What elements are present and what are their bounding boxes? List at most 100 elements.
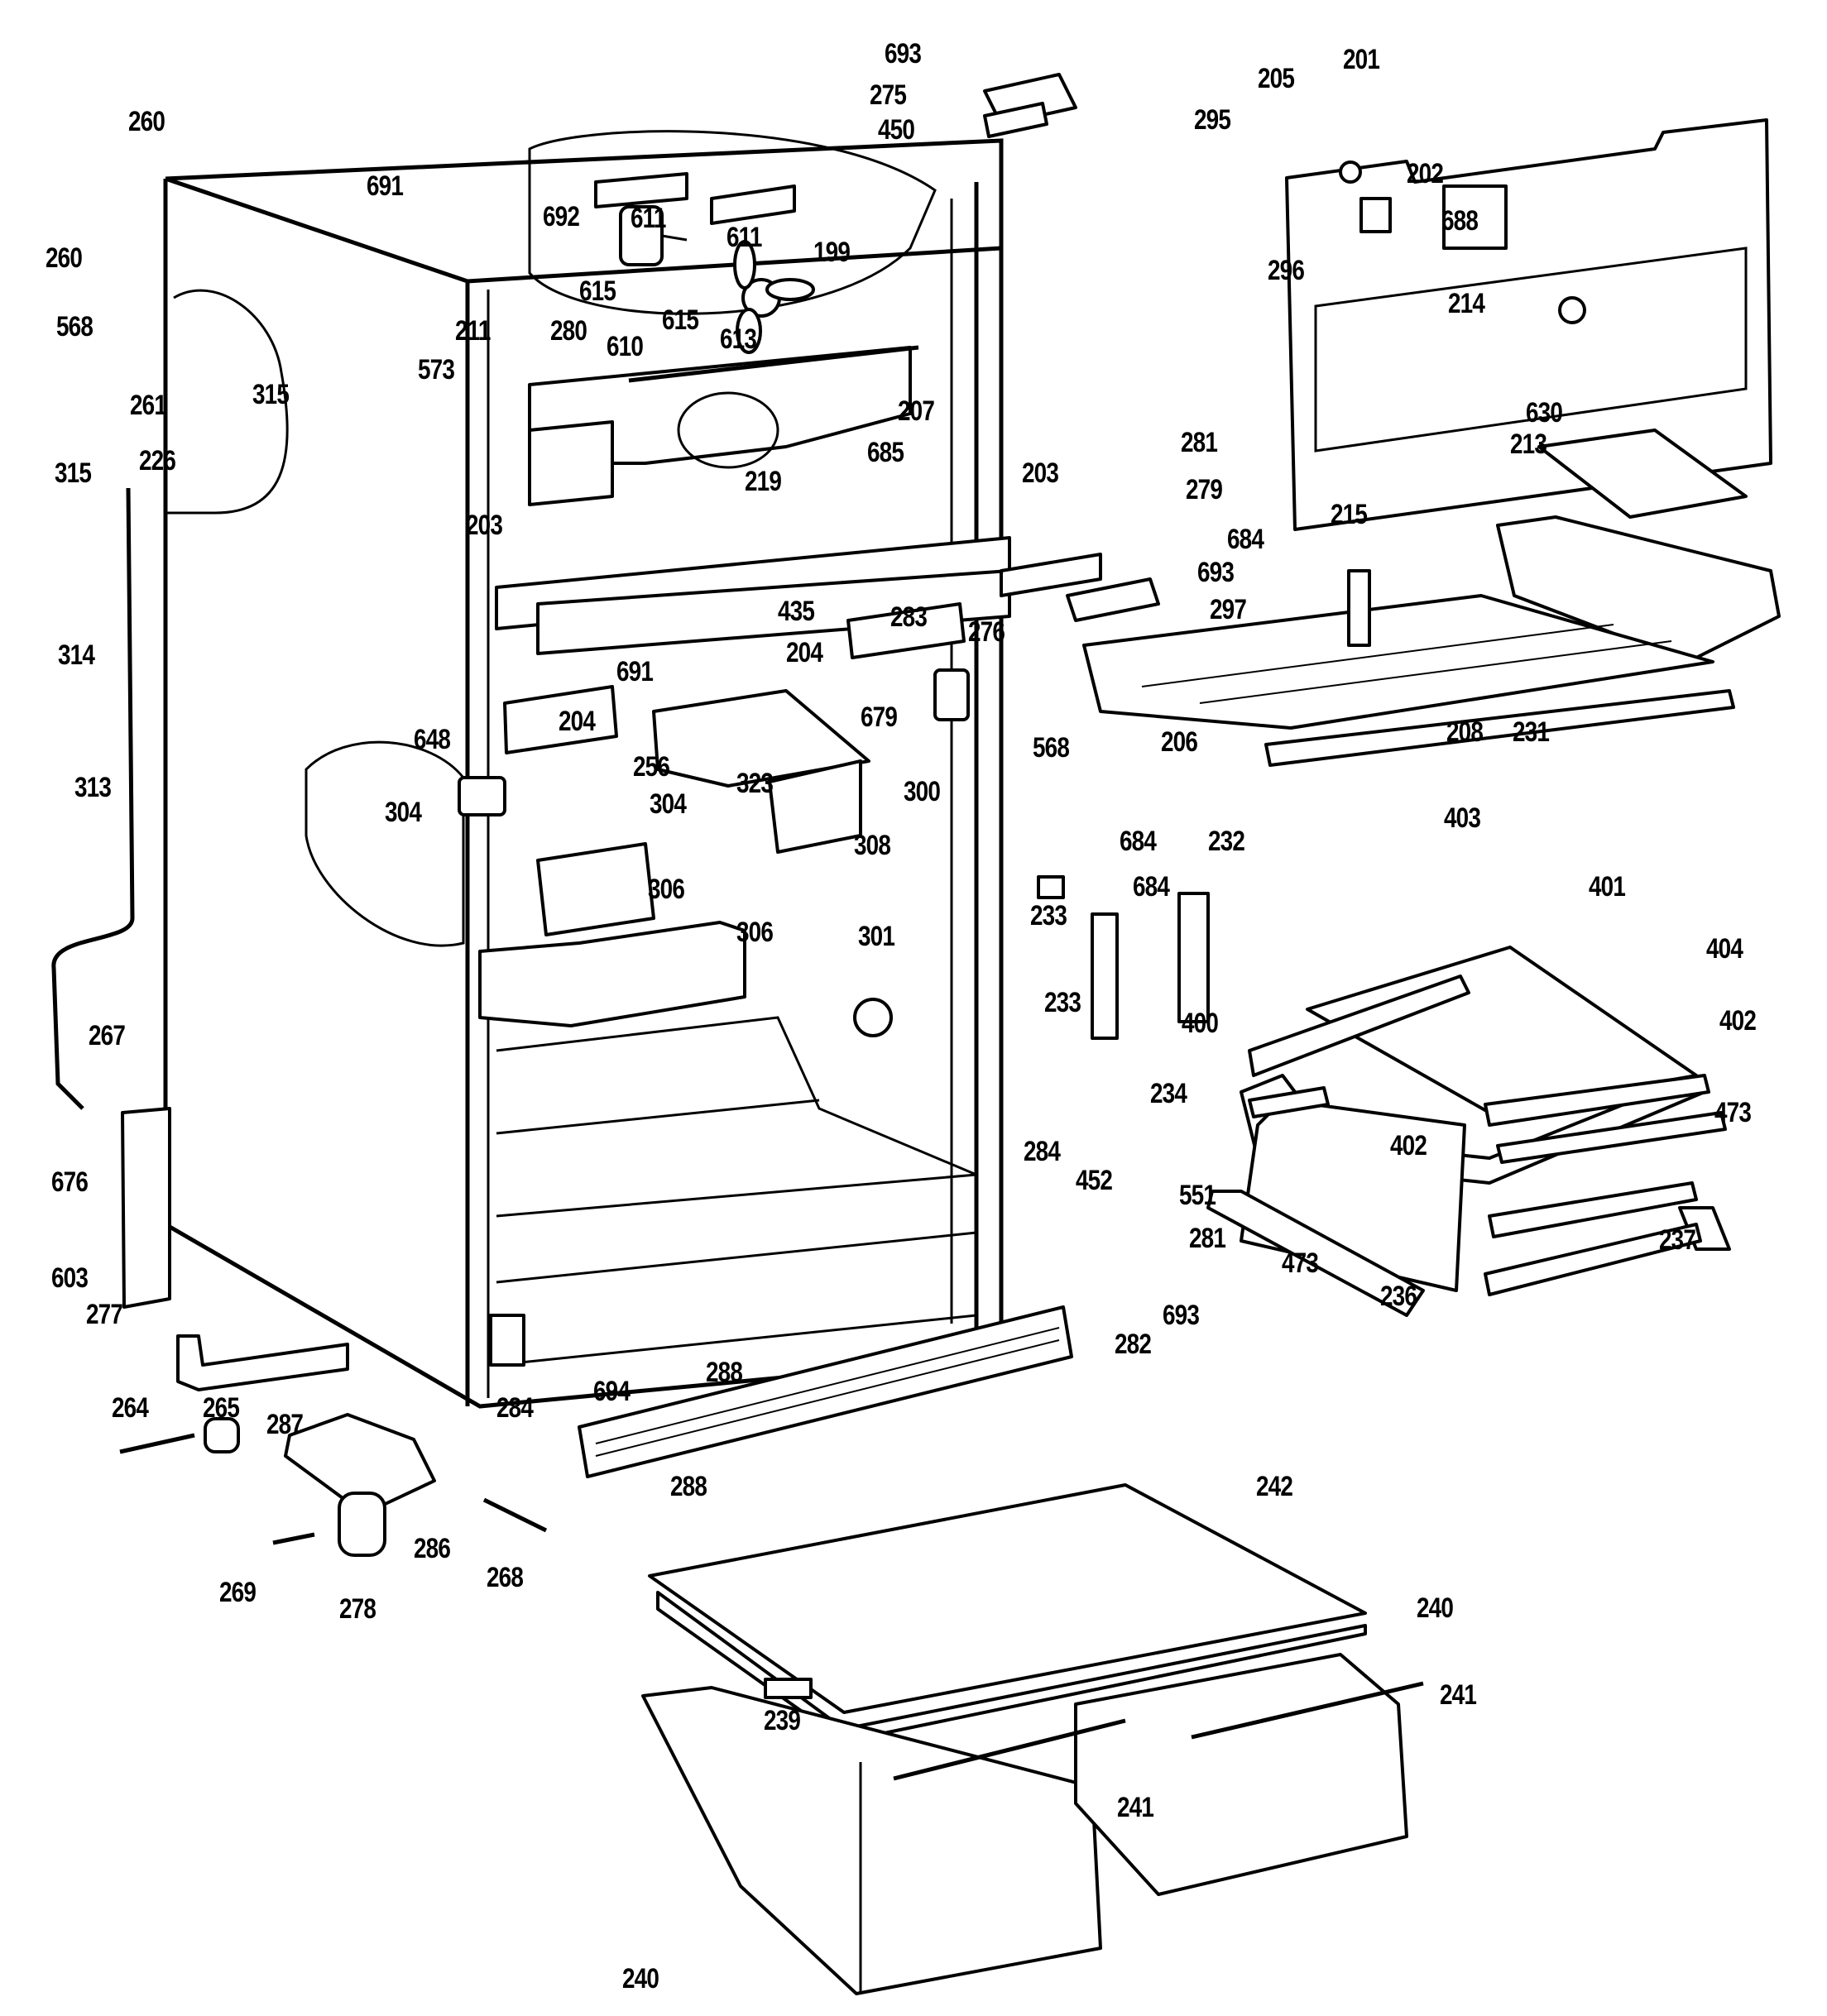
callout-684: 684 bbox=[1120, 826, 1157, 857]
callout-568: 568 bbox=[56, 311, 94, 342]
callout-241: 241 bbox=[1117, 1792, 1154, 1823]
callout-284: 284 bbox=[1024, 1136, 1061, 1167]
callout-613: 613 bbox=[720, 323, 757, 355]
callout-679: 679 bbox=[861, 702, 898, 733]
callout-297: 297 bbox=[1210, 594, 1247, 625]
callout-240: 240 bbox=[622, 1963, 659, 1994]
part-201-freezer-liner-panel bbox=[1285, 118, 1772, 531]
part-241-handle-left bbox=[893, 1718, 1126, 1781]
callout-296: 296 bbox=[1268, 255, 1305, 286]
part-206-wire-shelf bbox=[1082, 594, 1714, 730]
callout-203: 203 bbox=[1022, 457, 1059, 489]
part-301-knob bbox=[853, 998, 893, 1037]
callout-301: 301 bbox=[858, 921, 895, 952]
part-214-knob bbox=[1558, 296, 1586, 324]
callout-304: 304 bbox=[385, 797, 422, 828]
callout-693: 693 bbox=[1163, 1300, 1200, 1331]
callout-473: 473 bbox=[1282, 1247, 1319, 1279]
part-402-trim-b bbox=[1488, 1181, 1698, 1238]
callout-242: 242 bbox=[1256, 1471, 1293, 1502]
callout-688: 688 bbox=[1441, 205, 1479, 237]
callout-452: 452 bbox=[1076, 1165, 1113, 1196]
callout-204: 204 bbox=[786, 637, 823, 668]
callout-280: 280 bbox=[550, 315, 587, 347]
callout-275: 275 bbox=[870, 79, 907, 111]
part-611-bracket-a bbox=[594, 172, 688, 208]
part-611-bracket-b bbox=[710, 184, 796, 225]
callout-232: 232 bbox=[1208, 826, 1245, 857]
part-269-pin bbox=[272, 1532, 315, 1545]
callout-204: 204 bbox=[559, 706, 596, 737]
part-403-trim bbox=[1248, 974, 1470, 1077]
callout-283: 283 bbox=[890, 601, 928, 633]
part-213-ice-tray bbox=[1537, 429, 1748, 519]
part-239-support bbox=[764, 1678, 813, 1699]
part-264-axle bbox=[119, 1433, 195, 1454]
callout-315: 315 bbox=[55, 457, 92, 489]
part-240-drawer-left bbox=[641, 1686, 1102, 1995]
part-203-mullion bbox=[495, 536, 1011, 655]
part-207-evaporator-cover bbox=[528, 345, 919, 506]
callout-603: 603 bbox=[51, 1262, 89, 1294]
part-288-grille bbox=[578, 1305, 1073, 1478]
callout-403: 403 bbox=[1444, 802, 1481, 834]
part-300-sensor bbox=[933, 668, 970, 721]
callout-685: 685 bbox=[867, 437, 904, 468]
callout-676: 676 bbox=[51, 1166, 89, 1198]
part-237-trim bbox=[1484, 1223, 1702, 1296]
callout-401: 401 bbox=[1589, 871, 1626, 903]
part-610-fan-motor bbox=[619, 205, 688, 266]
callout-206: 206 bbox=[1161, 726, 1198, 758]
callout-402: 402 bbox=[1719, 1005, 1757, 1037]
callout-205: 205 bbox=[1258, 63, 1295, 94]
callout-281: 281 bbox=[1189, 1223, 1226, 1254]
part-232-rail bbox=[1177, 892, 1210, 1023]
part-202-vent-grille bbox=[1442, 184, 1508, 250]
part-234-trim bbox=[1248, 1086, 1330, 1118]
part-240-drawer-right bbox=[1074, 1653, 1408, 1896]
part-473-slide-left bbox=[1206, 1190, 1425, 1317]
part-268-screw bbox=[482, 1497, 548, 1533]
callout-315: 315 bbox=[252, 379, 290, 410]
part-205-plug bbox=[1339, 160, 1362, 184]
callout-473: 473 bbox=[1714, 1097, 1752, 1128]
callout-610: 610 bbox=[607, 331, 644, 362]
part-283-hinge-bracket bbox=[1000, 553, 1102, 597]
callout-435: 435 bbox=[778, 596, 815, 627]
callout-203: 203 bbox=[466, 510, 503, 541]
part-204-bracket-b bbox=[503, 685, 618, 754]
callout-268: 268 bbox=[487, 1562, 524, 1593]
breakout-cloud-left bbox=[165, 289, 289, 515]
callout-693: 693 bbox=[1197, 557, 1235, 588]
part-284-bracket bbox=[489, 1314, 525, 1367]
part-308-bracket bbox=[768, 759, 862, 854]
callout-264: 264 bbox=[112, 1392, 149, 1424]
callout-234: 234 bbox=[1150, 1078, 1187, 1109]
callout-551: 551 bbox=[1179, 1180, 1216, 1211]
callout-276: 276 bbox=[968, 616, 1005, 648]
callout-313: 313 bbox=[74, 772, 112, 803]
callout-269: 269 bbox=[219, 1577, 257, 1608]
callout-306: 306 bbox=[648, 874, 685, 905]
callout-684: 684 bbox=[1227, 524, 1264, 555]
callout-256: 256 bbox=[633, 751, 670, 783]
callout-233: 233 bbox=[1044, 987, 1081, 1018]
callout-236: 236 bbox=[1380, 1281, 1417, 1312]
callout-573: 573 bbox=[418, 354, 455, 385]
callout-684: 684 bbox=[1133, 871, 1170, 903]
callout-691: 691 bbox=[616, 656, 654, 687]
part-278-roller bbox=[338, 1492, 386, 1557]
callout-288: 288 bbox=[670, 1471, 707, 1502]
part-402-trim-a bbox=[1496, 1111, 1727, 1164]
callout-282: 282 bbox=[1115, 1329, 1152, 1360]
breakout-cloud-control bbox=[304, 740, 465, 947]
callout-295: 295 bbox=[1194, 104, 1231, 136]
callout-279: 279 bbox=[1186, 474, 1223, 505]
part-267-side-panel bbox=[121, 1107, 171, 1309]
breakout-cloud-top bbox=[528, 130, 937, 315]
callout-233: 233 bbox=[1030, 900, 1067, 931]
callout-237: 237 bbox=[1659, 1224, 1696, 1256]
part-613-fan-blade bbox=[733, 240, 815, 354]
part-306-control-cover bbox=[478, 921, 746, 1027]
